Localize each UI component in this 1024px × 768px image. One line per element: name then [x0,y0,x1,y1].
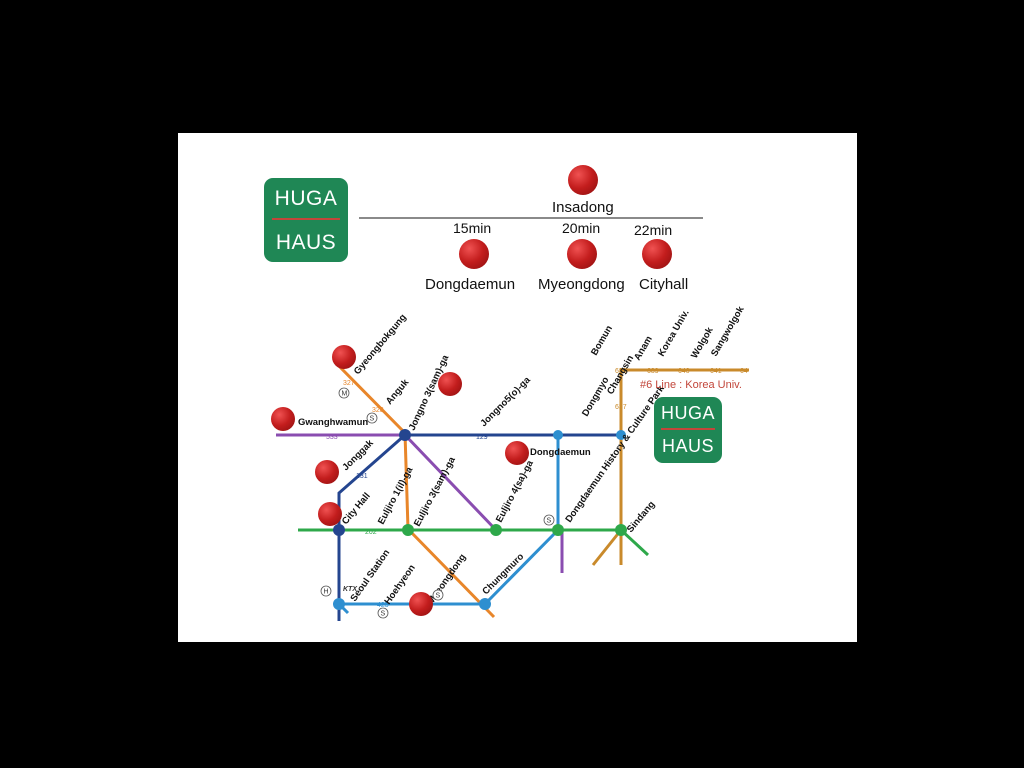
myeongdong-marker-icon [567,239,597,269]
jonggak-marker-icon [315,460,339,484]
insadong-marker-icon [568,165,598,195]
destination-time-myeongdong: 20min [562,220,601,236]
h-symbol-icon [320,585,332,597]
destination-label-myeongdong: Myeongdong [538,276,625,293]
code-637: 637 [615,404,627,411]
node-ddp [552,524,564,536]
metro-symbol-icons: M S S H S S [320,387,555,619]
logo-divider [272,218,340,220]
huga-haus-logo: HUGA HAUS [264,178,348,262]
station-sindang: Sindang [625,499,658,535]
destination-time-dongdaemun: 15min [453,220,492,236]
jongno3-marker-icon [438,372,462,396]
code-639: 639 [647,368,659,375]
node-jongno3 [399,429,411,441]
origin-label: Insadong [552,199,614,216]
m-symbol-text: M [342,391,348,398]
node-chungmuro [479,598,491,610]
station-dongdaemun: Dongdaemun [530,447,591,458]
code-641: 641 [710,368,722,375]
station-chungmuro: Chungmuro [480,551,526,597]
s-symbol-icon [543,514,555,526]
huga-haus-map-logo: HUGA HAUS [654,397,722,463]
map-logo-divider [660,428,716,430]
destination-label-cityhall: Cityhall [639,276,689,293]
logo-word-haus: HAUS [275,231,337,254]
node-cityhall [333,524,345,536]
node-dongdaemun [553,430,563,440]
map-logo-word-huga: HUGA [660,403,715,423]
transfer-nodes [333,429,627,610]
dongdaemun-marker-icon [459,239,489,269]
code-328: 328 [372,407,384,414]
code-642: 64 [740,368,748,375]
cityhall-marker-icon [642,239,672,269]
line-1-track-south [337,433,406,621]
gyeongbokgung-marker-icon [332,345,356,369]
s-symbol-icon [377,607,389,619]
s-symbol-icon [432,589,444,601]
gwanghwamun-marker-icon [271,407,295,431]
code-131: 131 [356,473,368,480]
station-gyeongbokgung: Gyeongbokgung [352,312,409,377]
station-euljiro1: Euljiro 1(il)-ga [376,465,416,527]
node-euljiro4 [490,524,502,536]
station-cityhall: City Hall [340,491,373,527]
s-symbol-text: S [370,416,375,423]
code-129: 129 [476,434,488,441]
station-anguk: Anguk [384,377,412,407]
line-3-track [333,360,496,619]
line-6-track [619,368,749,565]
code-640: 640 [678,368,690,375]
code-425: 425 [377,602,389,609]
map-logo-word-haus: HAUS [661,436,714,456]
code-202: 202 [365,529,377,536]
station-bomun: Bomun [589,323,615,357]
s-symbol-text: S [436,593,441,600]
station-anam: Anam [632,334,655,362]
station-koreauniv: Korea Univ. [656,308,692,359]
line-6-caption: #6 Line : Korea Univ. [640,379,742,391]
station-dongmyo: Dongmyo [580,375,612,419]
destination-time-cityhall: 22min [634,222,673,238]
s-symbol-text: S [381,611,386,618]
node-sindang [615,524,627,536]
code-327: 327 [343,380,355,387]
station-euljiro4: Euljiro 4(sa)-ga [494,458,536,524]
logo-word-huga: HUGA [274,187,338,210]
line-6-track-south [591,529,623,566]
h-symbol-text: H [324,589,329,596]
node-seoulstation [333,598,345,610]
destination-label-dongdaemun: Dongdaemun [425,276,516,293]
station-gwanghwamun: Gwanghwamun [298,417,368,428]
line-2-track [298,528,650,557]
s-symbol-text: S [547,518,552,525]
code-533: 533 [326,434,338,441]
m-symbol-icon [338,387,350,399]
cityhall-map-marker-icon [318,502,342,526]
s-symbol-icon [366,412,378,424]
map-card: HUGA HAUS Insadong 15min 20min 22min Don… [178,133,857,642]
subway-map: 327 328 533 129 131 202 425 637 638 639 … [276,304,749,621]
node-euljiro3 [402,524,414,536]
station-jongno5: Jongno5(o)-ga [478,374,533,429]
myeongdong-map-marker-icon [409,592,433,616]
header-divider [359,217,703,219]
node-dongmyo [616,430,626,440]
code-638: 638 [615,368,627,375]
ktx-logo: KTX [343,586,358,593]
dongdaemun-map-marker-icon [505,441,529,465]
station-jonggak: Jonggak [340,437,376,473]
